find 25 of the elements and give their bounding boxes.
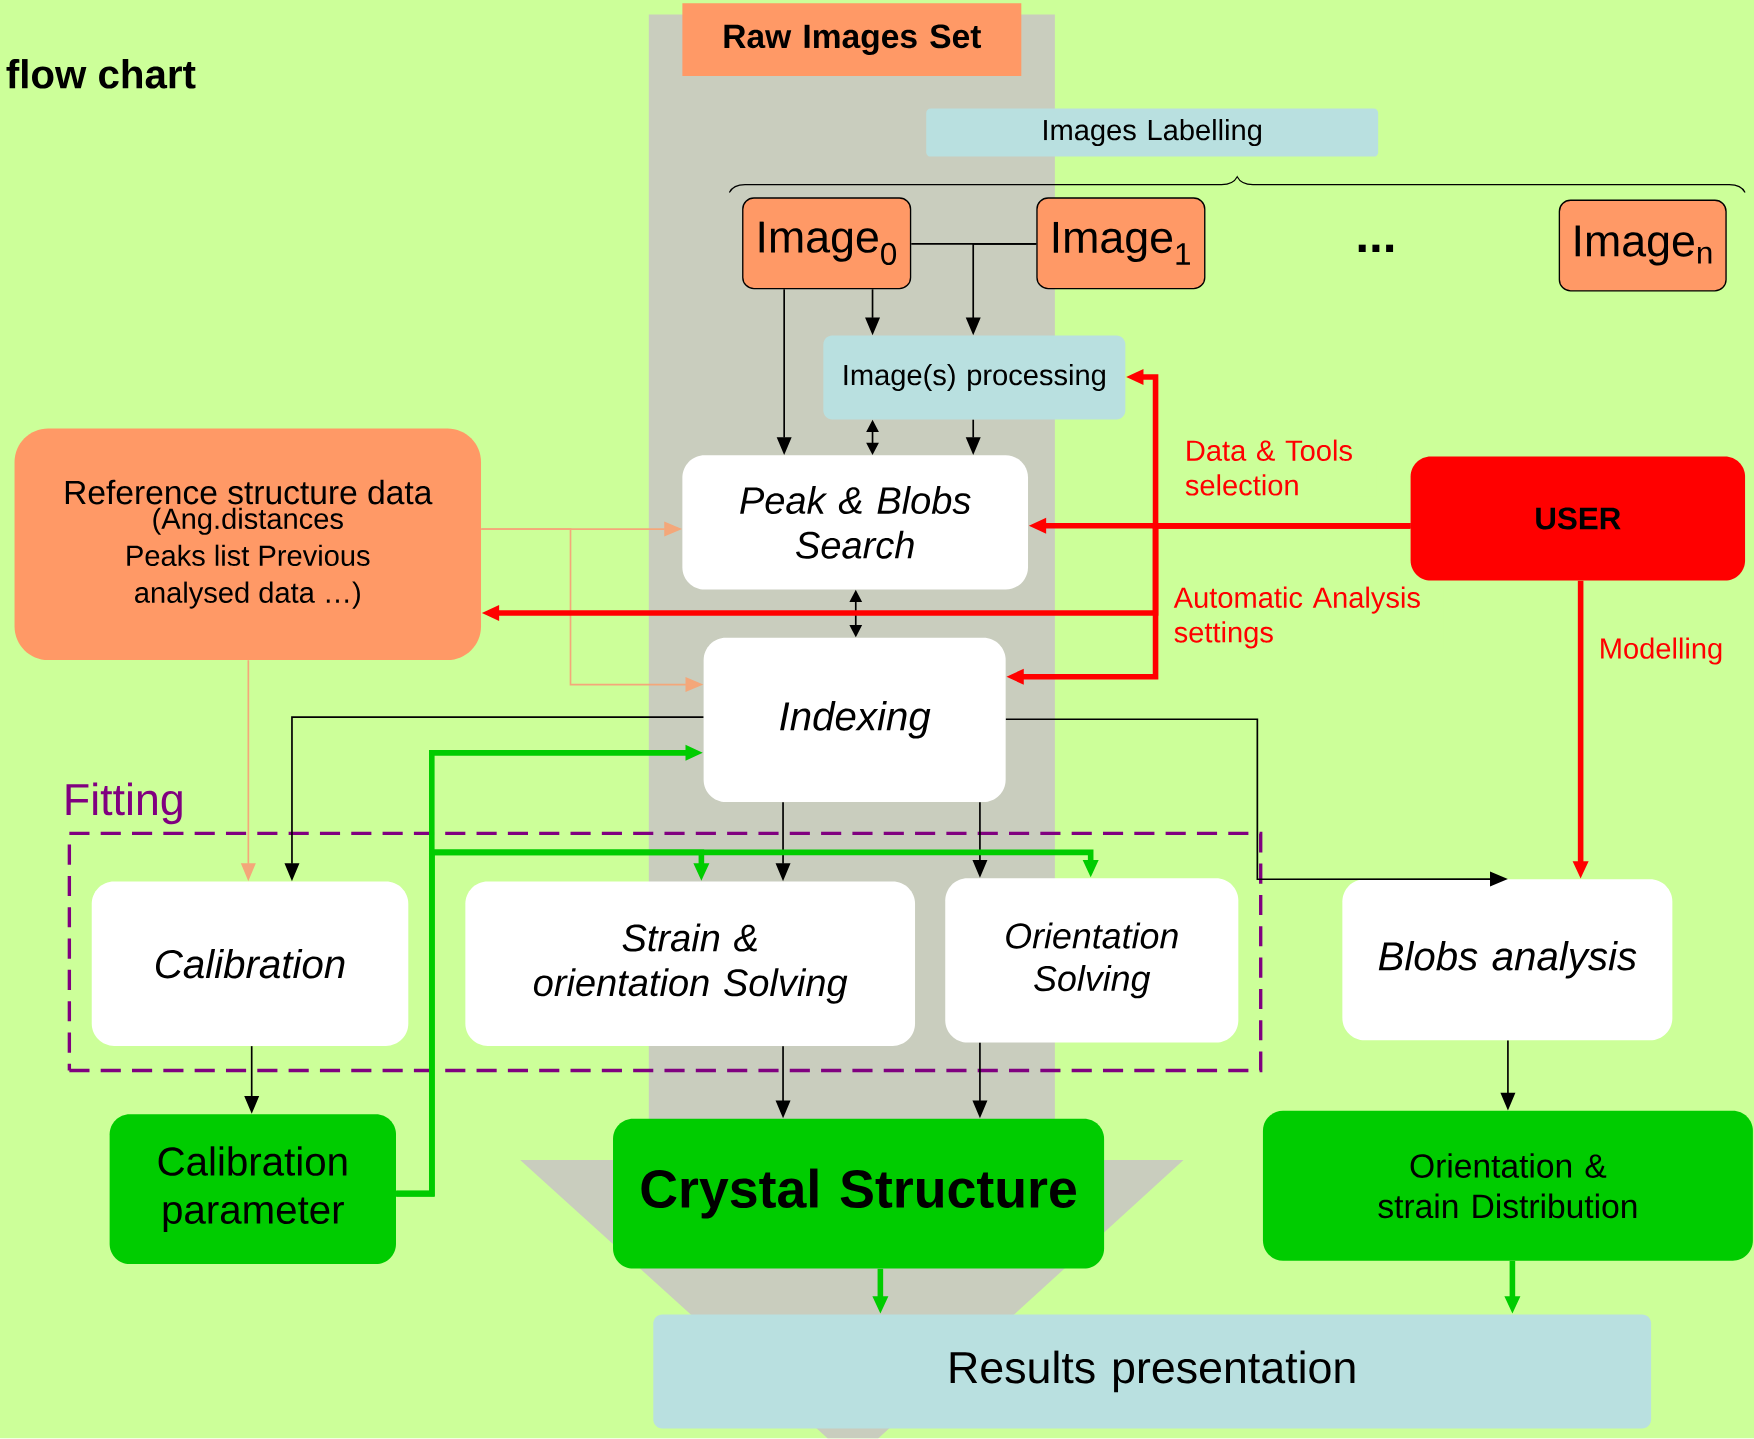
user-box: USER <box>1410 456 1746 581</box>
edge-label: Data & Tools selection <box>1185 439 1352 496</box>
image-box: Image$_{n}$ <box>1558 199 1727 292</box>
arrow <box>396 849 1099 1197</box>
header-box: Raw Images Set <box>682 3 1022 77</box>
label-box: Images Labelling <box>926 108 1379 157</box>
process-box: Strain & orientation Solving <box>465 881 916 1047</box>
data-box: Reference structure data (Ang.distances Peaks list Previous analysed data …) <box>14 428 481 661</box>
title: flow chart <box>6 59 196 89</box>
process-box: Peak & Blobs Search <box>682 455 1029 590</box>
result-box: Orientation & strain Distribution <box>1262 1111 1753 1261</box>
image-box: Image$_{0}$ <box>742 197 912 290</box>
process-box: Indexing <box>703 637 1006 803</box>
node-label: Fitting <box>66 782 182 825</box>
image-box: Image$_{1}$ <box>1036 197 1206 290</box>
result-box: Calibration parameter <box>109 1114 396 1265</box>
process-box: Orientation Solving <box>945 878 1239 1043</box>
result-box: Crystal Structure <box>613 1118 1105 1269</box>
process-box: Blobs analysis <box>1342 879 1673 1041</box>
process-box: Calibration <box>91 881 409 1047</box>
edge-label: Automatic Analysis settings <box>1173 586 1420 649</box>
edge-label: Modelling <box>1601 637 1722 665</box>
ellipsis: ... <box>1358 244 1394 253</box>
process-box: Image(s) processing <box>823 335 1126 420</box>
process-box: Results presentation <box>653 1314 1652 1429</box>
